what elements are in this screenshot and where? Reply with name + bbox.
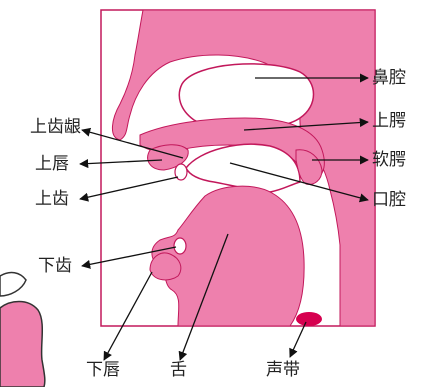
label-tongue: 舌 — [170, 360, 187, 380]
label-vocal-cords: 声带 — [266, 360, 300, 380]
decorative-figure-leaf — [0, 271, 27, 297]
lower-lip-shape — [149, 252, 182, 281]
nasal-cavity-region — [178, 63, 315, 131]
label-soft-palate: 软腭 — [372, 150, 406, 170]
label-nasal-cavity: 鼻腔 — [372, 68, 406, 88]
soft-palate-shape — [295, 149, 323, 185]
vocal-cord-shape — [296, 312, 322, 326]
arrow-lower-teeth — [81, 246, 177, 269]
label-upper-teeth: 上齿 — [35, 189, 69, 209]
label-lower-lip: 下唇 — [86, 360, 120, 380]
arrow-oral-cavity — [229, 162, 369, 203]
upper-tooth-shape — [174, 163, 188, 181]
arrow-upper-gum — [81, 127, 184, 159]
label-oral-cavity: 口腔 — [372, 190, 406, 210]
pointer-lines — [79, 73, 369, 361]
arrow-lower-lip — [103, 271, 153, 361]
label-lower-teeth: 下齿 — [38, 256, 72, 276]
oral-cavity-region — [185, 143, 301, 193]
tongue-and-jaw — [151, 185, 305, 327]
arrow-upper-lip — [79, 159, 163, 169]
arrow-vocal-cords — [289, 321, 307, 358]
arrow-upper-teeth — [79, 176, 179, 202]
lower-tooth-shape — [173, 237, 187, 255]
label-hard-palate: 上腭 — [372, 111, 406, 131]
arrow-hard-palate — [243, 117, 369, 131]
arrow-tongue — [178, 233, 229, 361]
label-upper-lip: 上唇 — [35, 154, 69, 174]
label-upper-gum: 上齿龈 — [30, 117, 81, 137]
decorative-figure — [0, 300, 46, 387]
